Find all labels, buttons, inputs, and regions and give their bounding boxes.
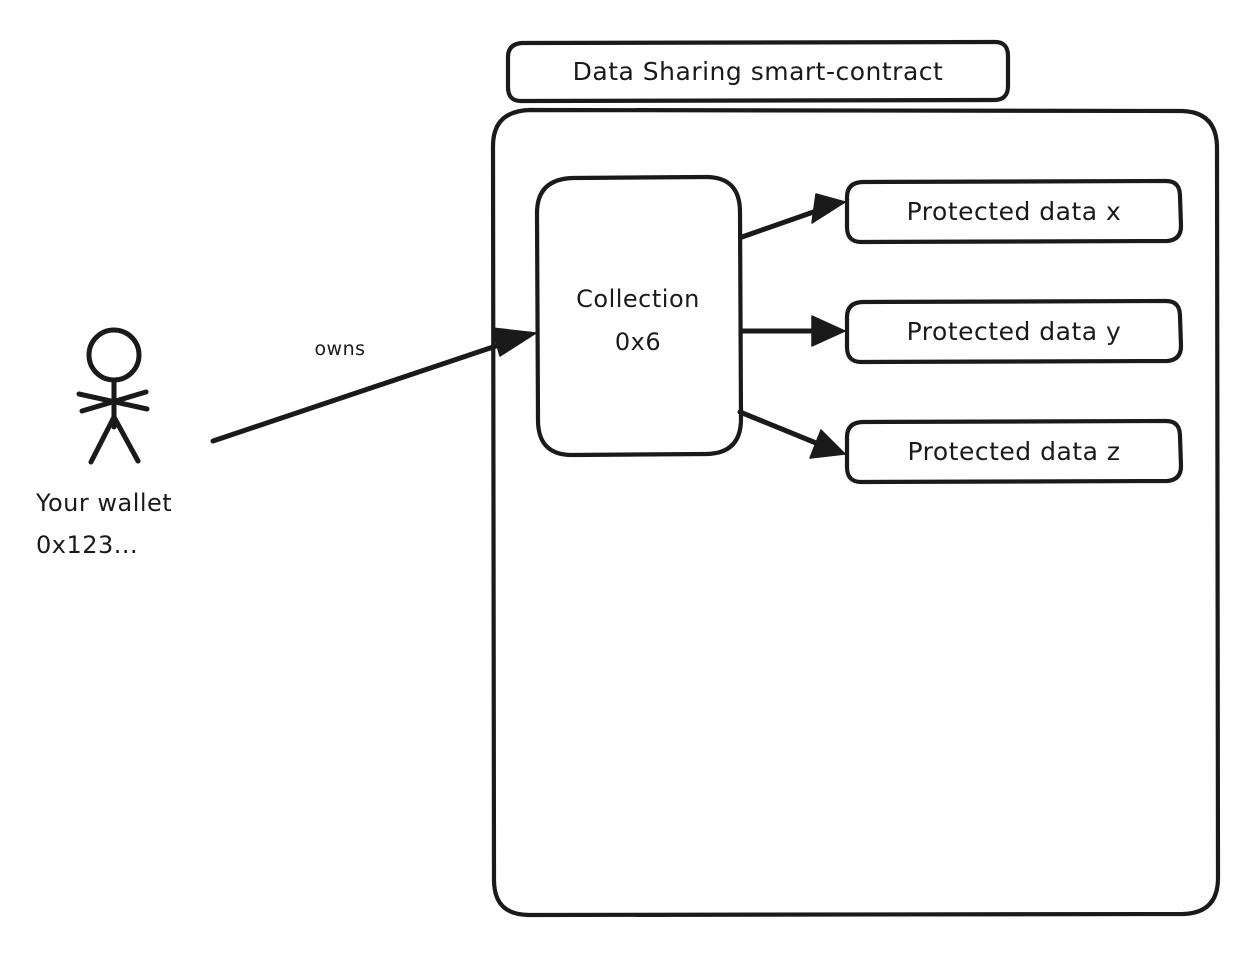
- edge-owns-label: owns: [314, 338, 365, 360]
- title-box-outline: [505, 39, 1011, 104]
- edge-owns-line: [210, 339, 511, 444]
- edge-collection-to-x-arrowhead: [811, 193, 846, 224]
- protected-data-y-outline: [844, 298, 1184, 365]
- collection-node-label-line1: Collection: [576, 285, 700, 313]
- protected-data-z-node[interactable]: Protected data z: [844, 418, 1184, 485]
- actor-leg-left-icon: [88, 414, 117, 465]
- edge-collection-to-z-line: [737, 409, 819, 446]
- protected-data-y-label: Protected data y: [907, 317, 1122, 346]
- edge-owns-arrowhead: [491, 327, 537, 357]
- actor-leg-right-icon: [111, 414, 141, 464]
- edge-collection-to-protected-data-y: [739, 315, 846, 347]
- protected-data-y-node[interactable]: Protected data y: [844, 298, 1184, 365]
- edge-collection-to-protected-data-z: [737, 409, 846, 459]
- protected-data-x-outline: [844, 178, 1184, 245]
- edge-collection-to-protected-data-x: [739, 193, 846, 240]
- title-box[interactable]: Data Sharing smart-contract: [505, 39, 1011, 104]
- collection-node-outline: [534, 174, 744, 458]
- protected-data-x-node[interactable]: Protected data x: [844, 178, 1184, 245]
- edge-collection-to-y-arrowhead: [811, 315, 846, 347]
- actor-arm-right-icon: [79, 389, 149, 414]
- wallet-label-line2: 0x123...: [36, 531, 138, 559]
- collection-node[interactable]: Collection 0x6: [534, 174, 744, 458]
- wallet-actor-label: Your wallet 0x123...: [35, 489, 172, 559]
- protected-data-z-label: Protected data z: [908, 437, 1121, 466]
- edge-collection-to-x-line: [739, 206, 825, 240]
- actor-head-icon: [86, 327, 142, 383]
- title-box-label: Data Sharing smart-contract: [573, 57, 944, 86]
- protected-data-x-label: Protected data x: [907, 197, 1122, 226]
- edge-collection-to-z-arrowhead: [809, 429, 846, 459]
- collection-node-label-line2: 0x6: [615, 328, 661, 356]
- wallet-label-line1: Your wallet: [35, 489, 172, 517]
- wallet-actor-figure[interactable]: [76, 327, 150, 465]
- edge-wallet-owns-collection: owns: [210, 327, 537, 444]
- protected-data-z-outline: [844, 418, 1184, 485]
